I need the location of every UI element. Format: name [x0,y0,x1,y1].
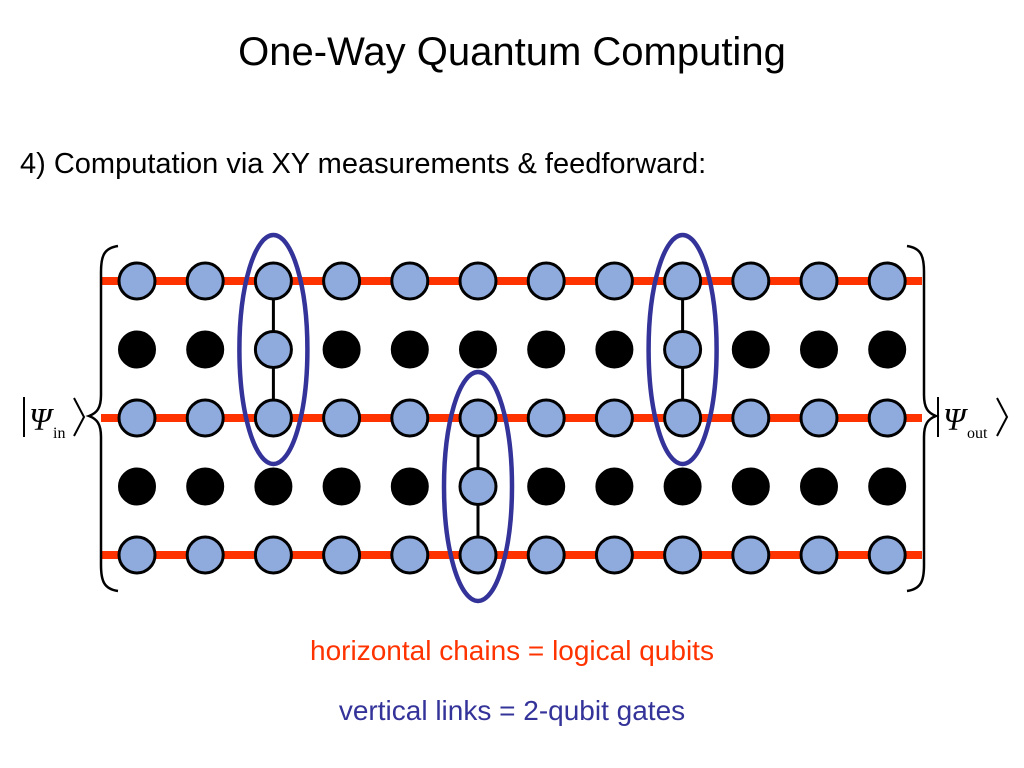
qubit-node [867,535,907,575]
logical-qubit-chains [101,277,922,559]
qubit-node [117,398,157,438]
qubit-node [867,398,907,438]
qubit-grid [117,261,907,575]
qubit-node [117,261,157,301]
removed-qubit-node [459,330,497,369]
qubit-node [731,535,771,575]
qubit-node [663,398,703,438]
removed-qubit-node [800,467,838,506]
qubit-node [867,261,907,301]
removed-qubit-node [390,467,429,506]
qubit-node [526,398,566,438]
legend-vertical-links: vertical links = 2-qubit gates [338,695,686,726]
qubit-node [731,398,771,438]
removed-qubit-node [731,467,770,506]
gate-ellipse [646,232,719,467]
qubit-node [526,261,566,301]
removed-qubit-node [186,467,225,506]
qubit-node [253,261,293,301]
qubit-node [663,535,703,575]
removed-qubit-node [118,330,156,369]
qubit-node [799,261,839,301]
qubit-node [322,398,362,438]
output-state-ket: Ψ out [937,397,1009,442]
removed-qubit-node [322,467,361,506]
removed-qubit-node [800,330,838,369]
qubit-node [185,535,225,575]
removed-qubit-node [595,330,634,369]
removed-qubit-node [118,467,156,506]
input-state-symbol: Ψ [29,401,54,437]
removed-qubit-node [868,330,907,369]
qubit-node [253,398,293,438]
input-state-subscript: in [53,425,65,442]
qubit-node [322,535,362,575]
qubit-node [799,535,839,575]
removed-qubit-node [322,330,361,369]
qubit-node [526,535,566,575]
qubit-node [185,261,225,301]
qubit-node [594,535,634,575]
removed-qubit-node [663,467,702,506]
qubit-node [253,330,293,369]
removed-qubit-node [254,467,293,506]
qubit-node [390,261,430,301]
qubit-node [594,398,634,438]
qubit-node [663,261,703,301]
qubit-node [458,398,498,438]
removed-qubit-node [527,467,566,506]
qubit-node [458,467,498,506]
qubit-node [185,398,225,438]
output-state-symbol: Ψ [943,401,968,437]
qubit-node [322,261,362,301]
removed-qubit-node [527,330,566,369]
qubit-node [594,261,634,301]
removed-qubit-node [390,330,429,369]
removed-qubit-node [595,467,634,506]
removed-qubit-node [186,330,225,369]
removed-qubit-node [868,467,907,506]
qubit-node [117,535,157,575]
right-brace-icon [906,244,940,593]
qubit-node [390,535,430,575]
slide-title: One-Way Quantum Computing [238,30,786,74]
qubit-node [390,398,430,438]
gate-ellipse [441,369,515,604]
gate-ellipses [237,232,719,604]
left-brace-icon [85,244,119,593]
qubit-node [731,261,771,301]
output-state-subscript: out [967,425,988,442]
qubit-node [458,261,498,301]
removed-qubit-node [731,330,770,369]
input-state-ket: Ψ in [23,397,86,442]
qubit-node [799,398,839,438]
gate-ellipse [237,232,310,467]
slide-subtitle: 4) Computation via XY measurements & fee… [20,148,707,180]
qubit-node [663,330,703,369]
qubit-node [458,535,498,575]
legend-horizontal-chains: horizontal chains = logical qubits [310,635,714,666]
qubit-node [253,535,293,575]
